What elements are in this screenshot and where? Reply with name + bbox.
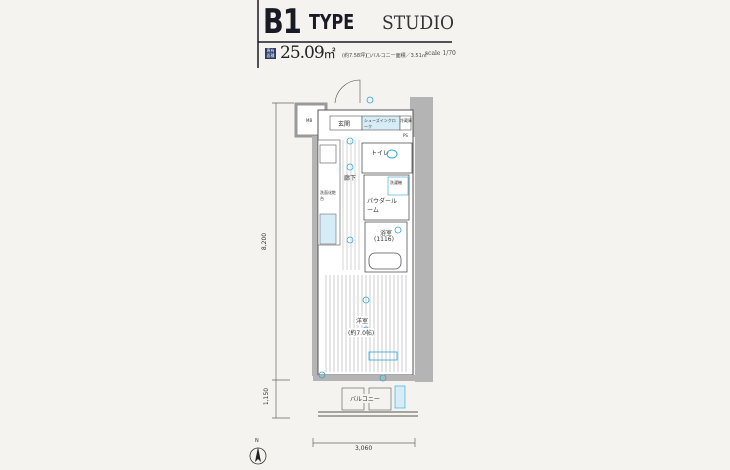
room-powder: パウダールーム (367, 198, 398, 214)
right-wall (415, 97, 433, 382)
bath-room (364, 221, 408, 273)
toilet-room (361, 142, 413, 174)
type-word: TYPE (309, 10, 355, 34)
room-balcony: バルコニー (350, 394, 380, 403)
area-value: 25.09 (280, 43, 325, 63)
tsubo-area: (約7.58坪) (342, 53, 368, 59)
hallway-flooring (342, 140, 360, 270)
type-code: B1 (263, 2, 302, 42)
dimension-width: 3,060 (355, 445, 373, 452)
room-hallway: 廊下 (344, 175, 357, 182)
room-entrance: 玄関 (338, 121, 351, 128)
room-fridge: 冷蔵庫 (400, 118, 412, 123)
room-mb: MB (306, 118, 313, 123)
layout-name: STUDIO (382, 12, 455, 34)
room-washer: 洗濯機 (390, 180, 402, 185)
room-bath: 浴室 (380, 230, 393, 237)
room-shoes: シューズインクローク (364, 118, 396, 129)
dimension-balcony: 1,150 (263, 387, 271, 406)
room-vanity: 洗面化粧台 (320, 190, 336, 201)
room-ps: PS (403, 133, 408, 138)
bathtub (368, 252, 402, 270)
dimension-height: 8,200 (261, 232, 269, 251)
balcony-area: □バルコニー面積／3.51㎡ (366, 53, 427, 59)
compass-north: N (255, 438, 259, 444)
left-wall (312, 136, 318, 376)
dimension-lines (272, 102, 416, 447)
area-badge: 専有面積 (265, 48, 276, 59)
floor-area: 25.09㎡ (280, 43, 336, 63)
bath-size: (1116) (374, 236, 394, 243)
room-western: 洋室 (356, 316, 369, 325)
area-unit: ㎡ (323, 47, 336, 61)
room-toilet: トイレ (371, 150, 390, 157)
western-size: (約7.0帖) (348, 328, 375, 337)
scale-label: scale 1/70 (425, 50, 456, 57)
entrance-door-swing (334, 79, 361, 104)
